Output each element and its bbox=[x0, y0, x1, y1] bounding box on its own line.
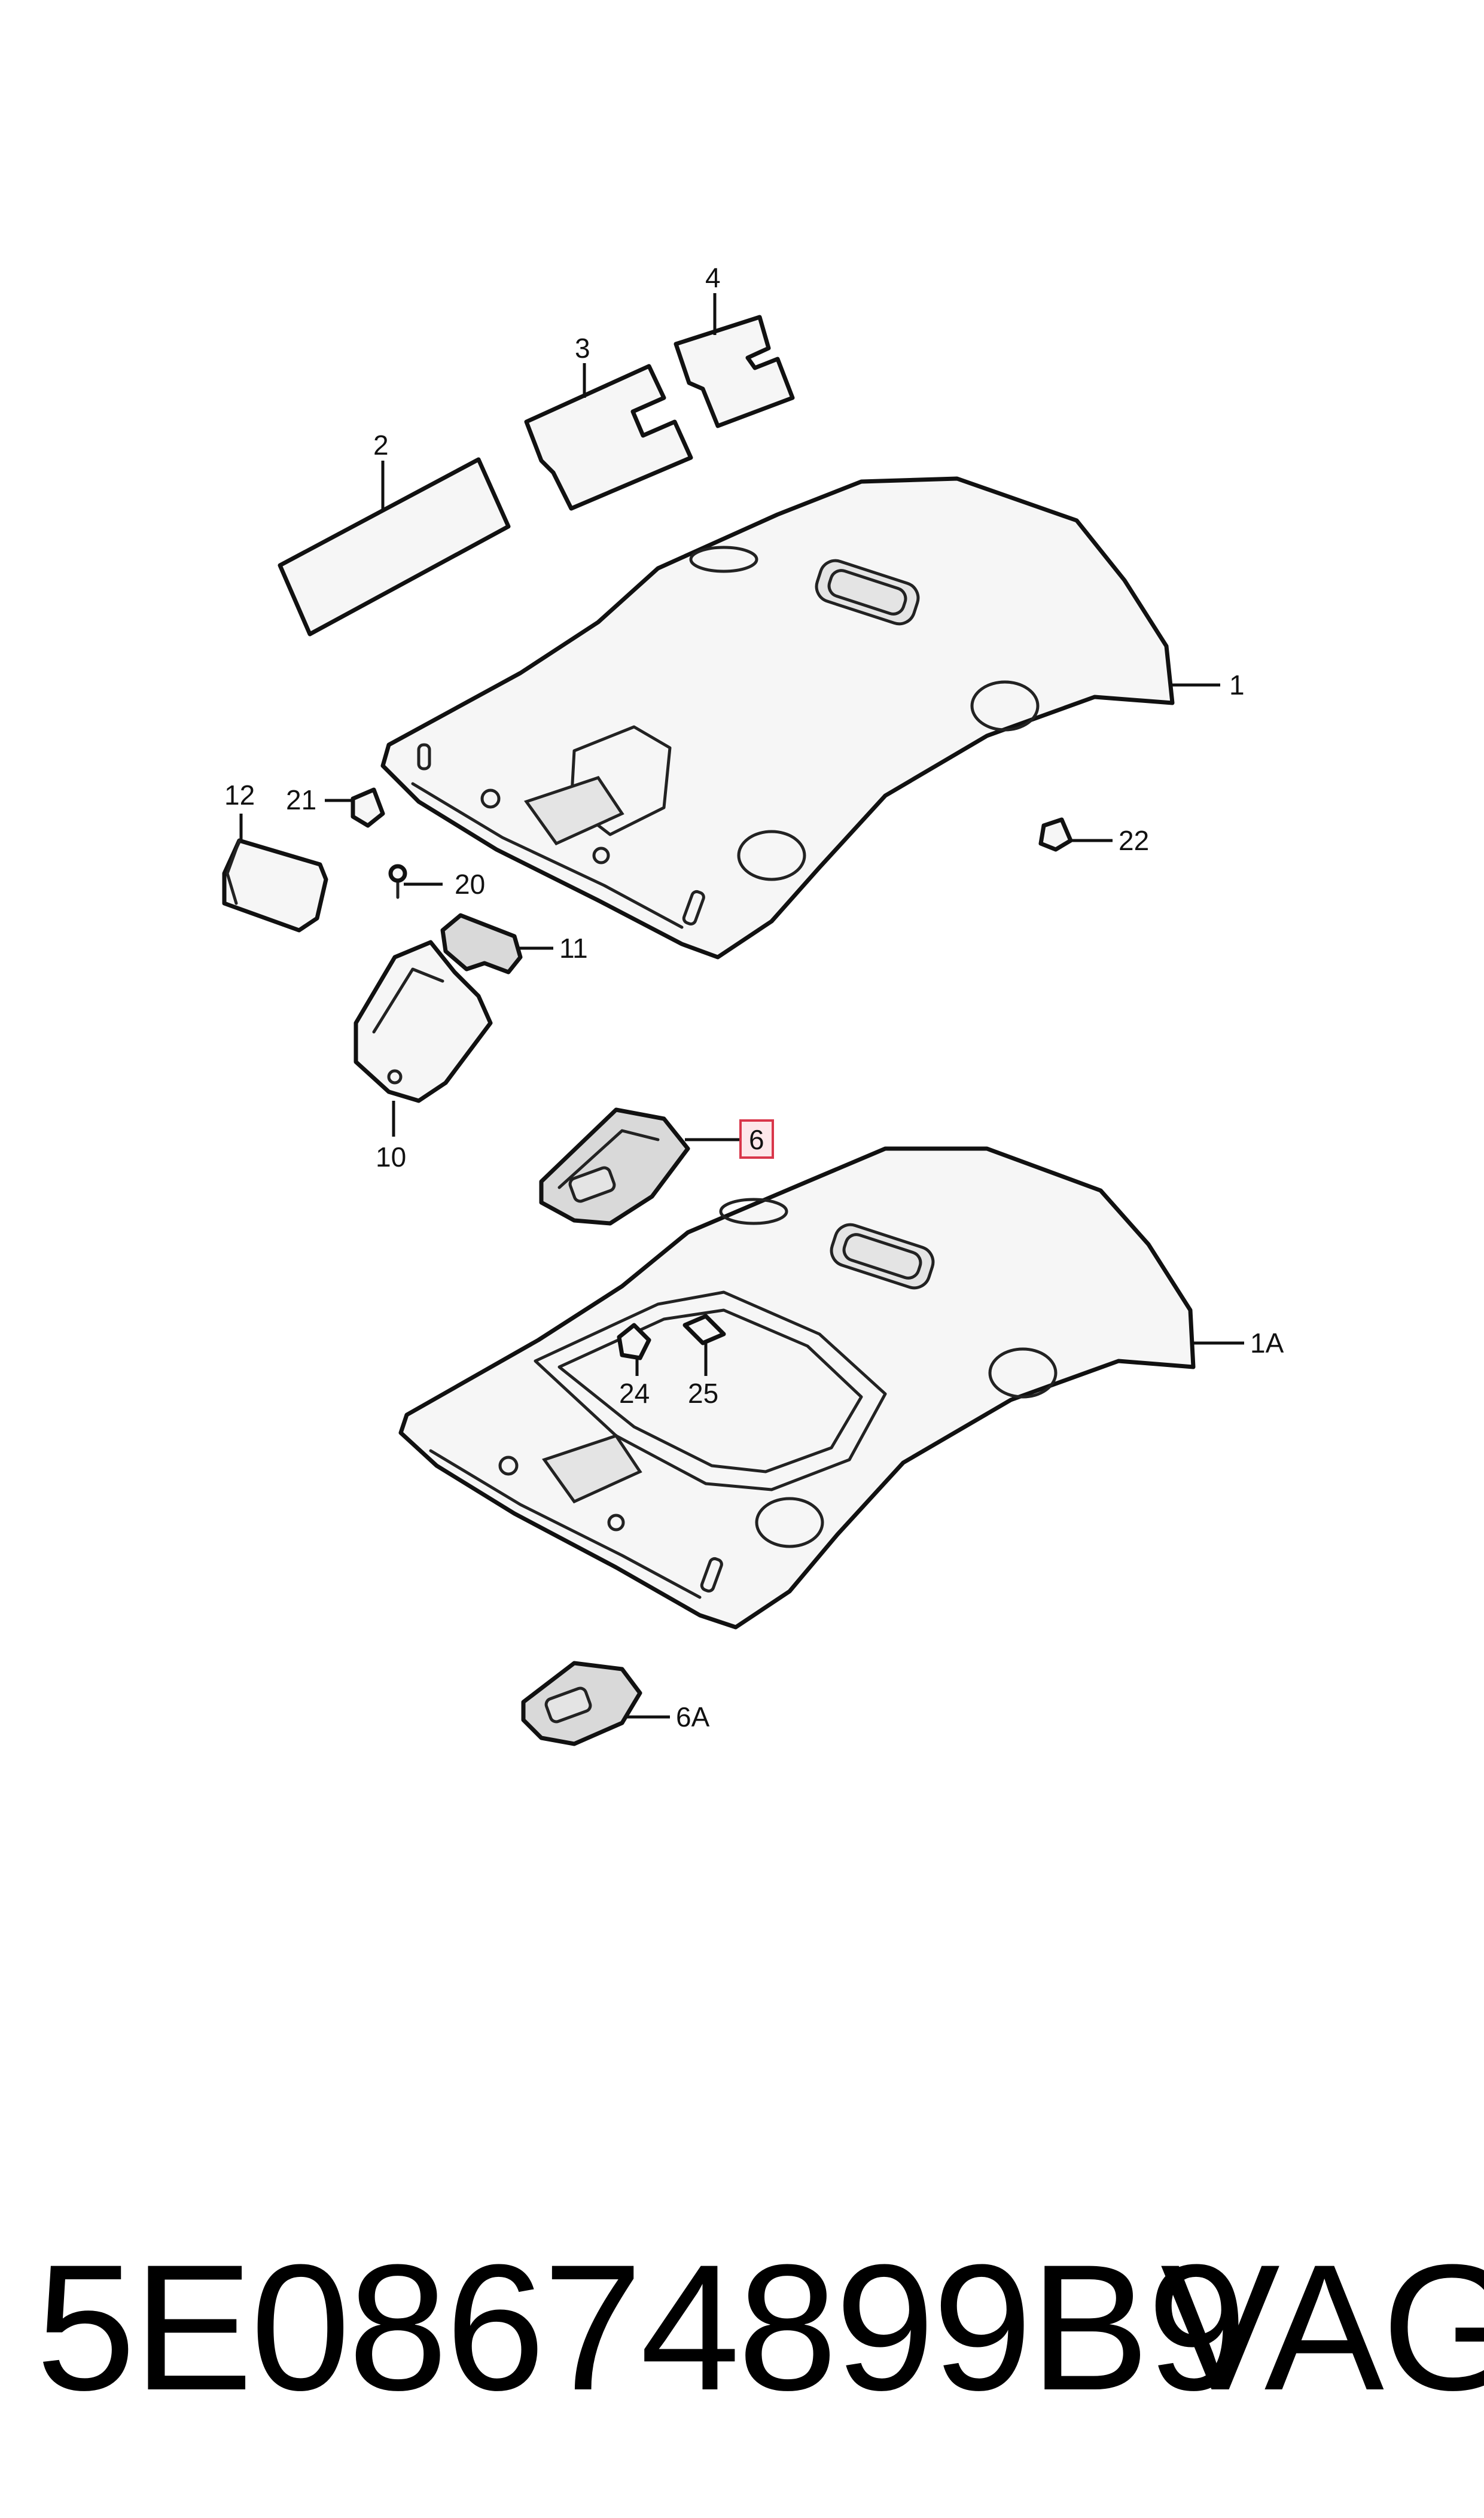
part-1-headliner bbox=[380, 476, 1175, 960]
footer: 5E08674899B9 VAG bbox=[0, 2213, 1484, 2453]
callout-1: 1 bbox=[1229, 669, 1245, 701]
brand-label: VAG bbox=[1160, 2227, 1484, 2428]
callout-6: 6 bbox=[749, 1124, 764, 1155]
callout-1A: 1A bbox=[1250, 1327, 1284, 1359]
part-4-pad bbox=[674, 315, 795, 428]
callout-20: 20 bbox=[455, 869, 485, 900]
callout-22: 22 bbox=[1119, 825, 1149, 856]
part-6A-roof-console bbox=[521, 1661, 642, 1746]
part-24-clip bbox=[617, 1323, 651, 1360]
callout-24: 24 bbox=[619, 1378, 650, 1409]
callout-labels: 2 3 4 1 1A 6 6A 10 11 12 20 21 22 24 25 bbox=[224, 262, 1284, 1733]
part-12-cap bbox=[222, 838, 328, 933]
callout-21: 21 bbox=[286, 784, 316, 815]
part-20-screw bbox=[388, 864, 407, 899]
callout-25: 25 bbox=[688, 1378, 718, 1409]
part-6-roof-console bbox=[539, 1107, 690, 1226]
leader-lines bbox=[239, 293, 1244, 1719]
part-25-pad bbox=[682, 1314, 726, 1345]
part-2-pad bbox=[278, 457, 511, 637]
part-number: 5E08674899B9 bbox=[36, 2227, 1247, 2428]
callout-12: 12 bbox=[224, 780, 255, 811]
part-1A-headliner-sunroof bbox=[398, 1146, 1196, 1630]
callout-6-highlight bbox=[739, 1119, 774, 1159]
callout-3: 3 bbox=[575, 333, 590, 364]
callout-10: 10 bbox=[376, 1141, 406, 1173]
callout-4: 4 bbox=[705, 262, 721, 293]
callout-2: 2 bbox=[373, 430, 389, 461]
part-22-clip bbox=[1038, 817, 1073, 852]
part-11-bracket bbox=[440, 913, 523, 975]
callout-11: 11 bbox=[559, 933, 588, 964]
part-21-clip bbox=[351, 787, 385, 828]
callout-6A: 6A bbox=[676, 1701, 710, 1733]
part-10-trim-cover bbox=[354, 940, 493, 1103]
part-3-pad bbox=[524, 364, 693, 511]
